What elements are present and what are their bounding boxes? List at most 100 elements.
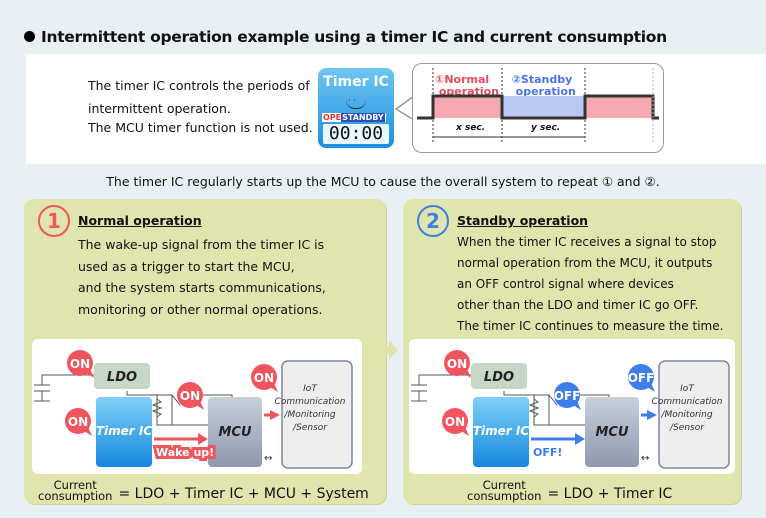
mode-standby: STANDBY xyxy=(341,113,385,122)
face-smile-icon xyxy=(346,100,366,109)
signal-line xyxy=(417,94,659,120)
svg-text:Communication: Communication xyxy=(275,397,346,407)
timer-state-bubble: ON xyxy=(65,408,92,436)
mcu-block xyxy=(585,397,639,467)
waveform-chart xyxy=(417,68,659,144)
timer-display: 00:00 xyxy=(323,124,389,144)
system-arrow xyxy=(270,410,280,420)
panel-heading: Standby operation xyxy=(457,213,589,228)
body-line: and the system starts communications, xyxy=(78,280,326,295)
panel-heading: Normal operation xyxy=(78,213,202,228)
step-number-1: 1 xyxy=(38,205,70,237)
timer-ic-block xyxy=(96,397,152,467)
waveform-box: ①Normal operation ②Standby operation x s… xyxy=(412,63,664,153)
normal-region xyxy=(585,96,653,118)
title-text: Intermittent operation example using a t… xyxy=(41,28,667,46)
current-top: Current xyxy=(482,478,526,492)
body-line: The timer IC continues to measure the ti… xyxy=(457,319,724,333)
panel-body: When the timer IC receives a signal to s… xyxy=(457,232,723,337)
body-line: other than the LDO and timer IC go OFF. xyxy=(457,298,699,312)
x-sec-label: x sec. xyxy=(456,123,486,133)
swap-arrow-icon xyxy=(368,340,398,360)
svg-text:Communication: Communication xyxy=(652,397,723,407)
svg-text:LDO: LDO xyxy=(484,370,514,385)
svg-text:↔: ↔ xyxy=(641,453,649,464)
panel-body: The wake-up signal from the timer IC is … xyxy=(78,234,326,320)
signal-arrow xyxy=(198,433,208,445)
y-sec-label: y sec. xyxy=(531,123,561,133)
svg-text:Timer IC: Timer IC xyxy=(473,424,530,438)
circuit-diagram: LDO Timer IC MCU IoT Communication/Monito… xyxy=(32,339,362,474)
intro-line: The MCU timer function is not used. xyxy=(88,120,313,135)
svg-text:MCU: MCU xyxy=(218,425,251,440)
caption: The timer IC regularly starts up the MCU… xyxy=(106,174,660,189)
body-line: monitoring or other normal operations. xyxy=(78,301,323,317)
mode-ope: OPE xyxy=(323,113,342,122)
intro-line: intermittent operation. xyxy=(88,101,231,116)
normal-operation-panel: 1 Normal operation The wake-up signal fr… xyxy=(24,199,386,504)
timer-ic-icon: Timer IC · · OPESTANDBY 00:00 xyxy=(318,68,394,148)
current-formula: = LDO + Timer IC + MCU + System xyxy=(118,486,369,502)
body-line: an OFF control signal where devices xyxy=(457,277,674,291)
body-line: When the timer IC receives a signal to s… xyxy=(457,235,717,249)
system-block xyxy=(658,360,730,469)
intro-text: The timer IC controls the periods of int… xyxy=(88,74,313,139)
ldo-state-bubble: ON xyxy=(67,350,94,378)
normal-region xyxy=(433,96,502,118)
svg-text:ON: ON xyxy=(70,357,90,371)
svg-text:OFF!: OFF! xyxy=(533,446,562,459)
step-number-2: 2 xyxy=(417,205,449,237)
svg-text:ON: ON xyxy=(180,389,200,403)
standby-region xyxy=(502,96,585,118)
signal-arrow xyxy=(575,433,585,445)
svg-text:IoT: IoT xyxy=(303,384,318,394)
svg-text:/Sensor: /Sensor xyxy=(669,423,705,433)
circuit-svg: LDO Timer IC MCU IoT Communication/Monito… xyxy=(411,350,730,469)
current-formula: = LDO + Timer IC xyxy=(547,486,673,502)
svg-text:ON: ON xyxy=(445,415,465,429)
bullet-icon xyxy=(24,31,35,42)
system-arrow xyxy=(647,410,657,420)
svg-text:/Sensor: /Sensor xyxy=(292,423,328,433)
svg-text:ON: ON xyxy=(68,415,88,429)
standby-operation-panel: 2 Standby operation When the timer IC re… xyxy=(403,199,741,504)
current-bottom: consumption xyxy=(38,489,113,503)
circuit-diagram: LDO Timer IC MCU IoT Communication/Monito… xyxy=(409,339,735,474)
svg-text:↔: ↔ xyxy=(264,453,272,464)
ldo-state-bubble: ON xyxy=(444,350,471,378)
svg-text:ON: ON xyxy=(447,357,467,371)
svg-text:IoT: IoT xyxy=(680,384,695,394)
ldo-block xyxy=(471,363,527,389)
speech-pointer xyxy=(394,95,415,121)
page-title: Intermittent operation example using a t… xyxy=(24,28,667,46)
ldo-block xyxy=(94,363,150,389)
standby-label: ②Standby operation xyxy=(508,73,576,98)
circuit-svg: LDO Timer IC MCU IoT Communication/Monito… xyxy=(34,350,353,469)
body-line: The wake-up signal from the timer IC is xyxy=(78,237,325,252)
svg-text:LDO: LDO xyxy=(107,370,137,385)
mcu-state-bubble: OFF xyxy=(554,382,581,410)
current-top: Current xyxy=(53,478,97,492)
timer-icon-label: Timer IC xyxy=(323,74,389,90)
timer-state-bubble: ON xyxy=(442,408,469,436)
svg-text:/Monitoring: /Monitoring xyxy=(283,410,335,420)
mcu-state-bubble: ON xyxy=(177,382,204,410)
intro-box: The timer IC controls the periods of int… xyxy=(26,54,766,164)
svg-text:OFF: OFF xyxy=(628,371,655,385)
svg-text:MCU: MCU xyxy=(595,425,628,440)
svg-text:Timer IC: Timer IC xyxy=(96,424,153,438)
system-state-bubble: OFF xyxy=(628,364,655,392)
current-bottom: consumption xyxy=(467,489,542,503)
timer-ic-block xyxy=(473,397,529,467)
svg-text:Wake up!: Wake up! xyxy=(156,446,214,459)
body-line: normal operation from the MCU, it output… xyxy=(457,256,713,270)
svg-text:/Monitoring: /Monitoring xyxy=(660,410,712,420)
system-state-bubble: ON xyxy=(251,364,278,392)
svg-text:OFF: OFF xyxy=(554,389,581,403)
system-block xyxy=(281,360,353,469)
intro-line: The timer IC controls the periods of xyxy=(88,78,310,93)
